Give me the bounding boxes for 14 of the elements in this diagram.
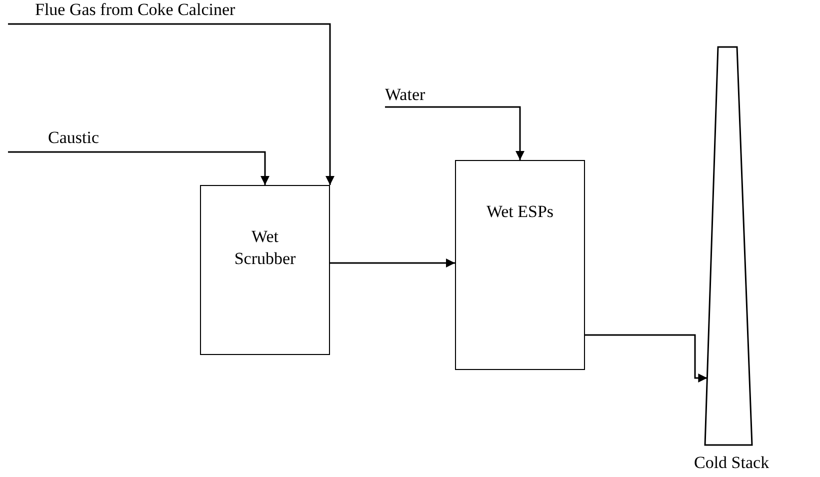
process-box (455, 160, 585, 370)
stack-label: Cold Stack (694, 453, 770, 473)
process-box (200, 185, 330, 355)
flow-arrow (585, 334, 708, 382)
process-label: Wet Scrubber (233, 226, 297, 270)
process-label: Wet ESPs (485, 201, 555, 223)
flow-arrow (8, 151, 270, 185)
stream-label: Water (385, 85, 426, 105)
flow-arrow (385, 106, 524, 160)
stream-label: Flue Gas from Coke Calciner (35, 0, 236, 20)
stream-label: Caustic (48, 128, 99, 148)
flow-arrow (8, 23, 334, 185)
flow-arrow (330, 258, 455, 268)
stack-outline (704, 46, 753, 446)
